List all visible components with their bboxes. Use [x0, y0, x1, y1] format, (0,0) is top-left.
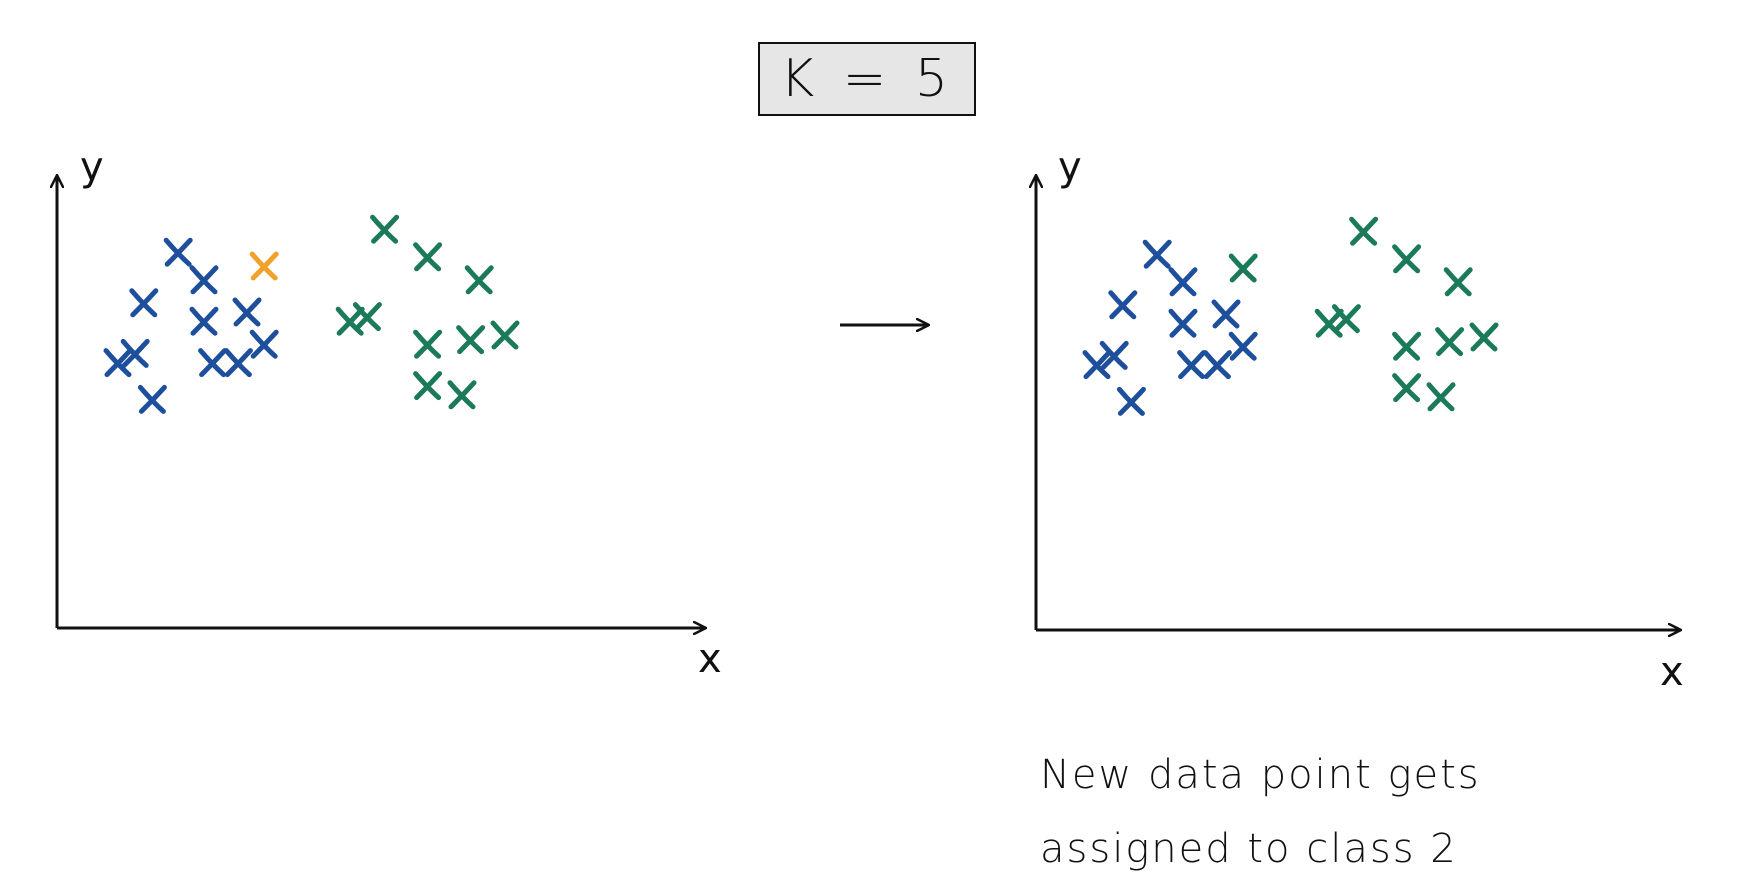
class-2-point	[490, 320, 520, 350]
k-value-label: K = 5	[780, 49, 954, 109]
class-1-point	[1168, 267, 1198, 297]
class-1-point	[1108, 290, 1138, 320]
caption-line-2: assigned to class 2	[1040, 826, 1458, 872]
class-1-point	[249, 329, 279, 359]
class-2-point	[1469, 322, 1499, 352]
class-2-point	[447, 380, 477, 410]
class-1-point	[120, 338, 150, 368]
left-panel: y x	[57, 144, 722, 682]
class-1-point	[137, 384, 167, 414]
caption-line-1: New data point gets	[1040, 752, 1481, 798]
class-1-point	[1228, 331, 1258, 361]
left-data-points	[103, 214, 520, 414]
class-2-point	[1392, 331, 1422, 361]
class-1-point	[232, 297, 262, 327]
class-1-point	[189, 265, 219, 295]
left-x-label: x	[698, 636, 722, 682]
class-1-point	[1177, 350, 1207, 380]
right-y-label: y	[1058, 144, 1082, 190]
class-1-point	[1168, 308, 1198, 338]
class-1-point	[1202, 350, 1232, 380]
class-2-point	[413, 329, 443, 359]
left-y-label: y	[80, 144, 104, 190]
class-1-point	[103, 348, 133, 378]
class-2-point	[1349, 216, 1379, 246]
class-2-point	[1392, 244, 1422, 274]
class-1-point	[1116, 386, 1146, 416]
class-2-point	[464, 265, 494, 295]
k-value-box: K = 5	[758, 42, 976, 116]
class-1-point	[1082, 350, 1112, 380]
class-1-point	[1142, 239, 1172, 269]
right-x-label: x	[1660, 649, 1684, 695]
class-2-point	[370, 214, 400, 244]
class-2-point	[1426, 382, 1456, 412]
right-data-points	[1082, 216, 1499, 416]
class-1-point	[1211, 299, 1241, 329]
class-2-point	[1331, 304, 1361, 334]
class-2-point	[1435, 327, 1465, 357]
class-1-point	[198, 348, 228, 378]
result-caption: New data point gets assigned to class 2	[1040, 738, 1600, 886]
class-1-point	[163, 237, 193, 267]
class-1-point	[189, 306, 219, 336]
class-1-point	[1099, 340, 1129, 370]
class-2-point	[413, 371, 443, 401]
right-panel: y x	[1036, 144, 1684, 695]
class-2-point	[1443, 267, 1473, 297]
new-data-point	[249, 251, 279, 281]
class-1-point	[223, 348, 253, 378]
class-2-point	[1392, 373, 1422, 403]
class-2-point	[456, 325, 486, 355]
class-2-point	[352, 302, 382, 332]
class-2-point	[413, 242, 443, 272]
class-2-point	[1228, 253, 1258, 283]
class-1-point	[129, 288, 159, 318]
